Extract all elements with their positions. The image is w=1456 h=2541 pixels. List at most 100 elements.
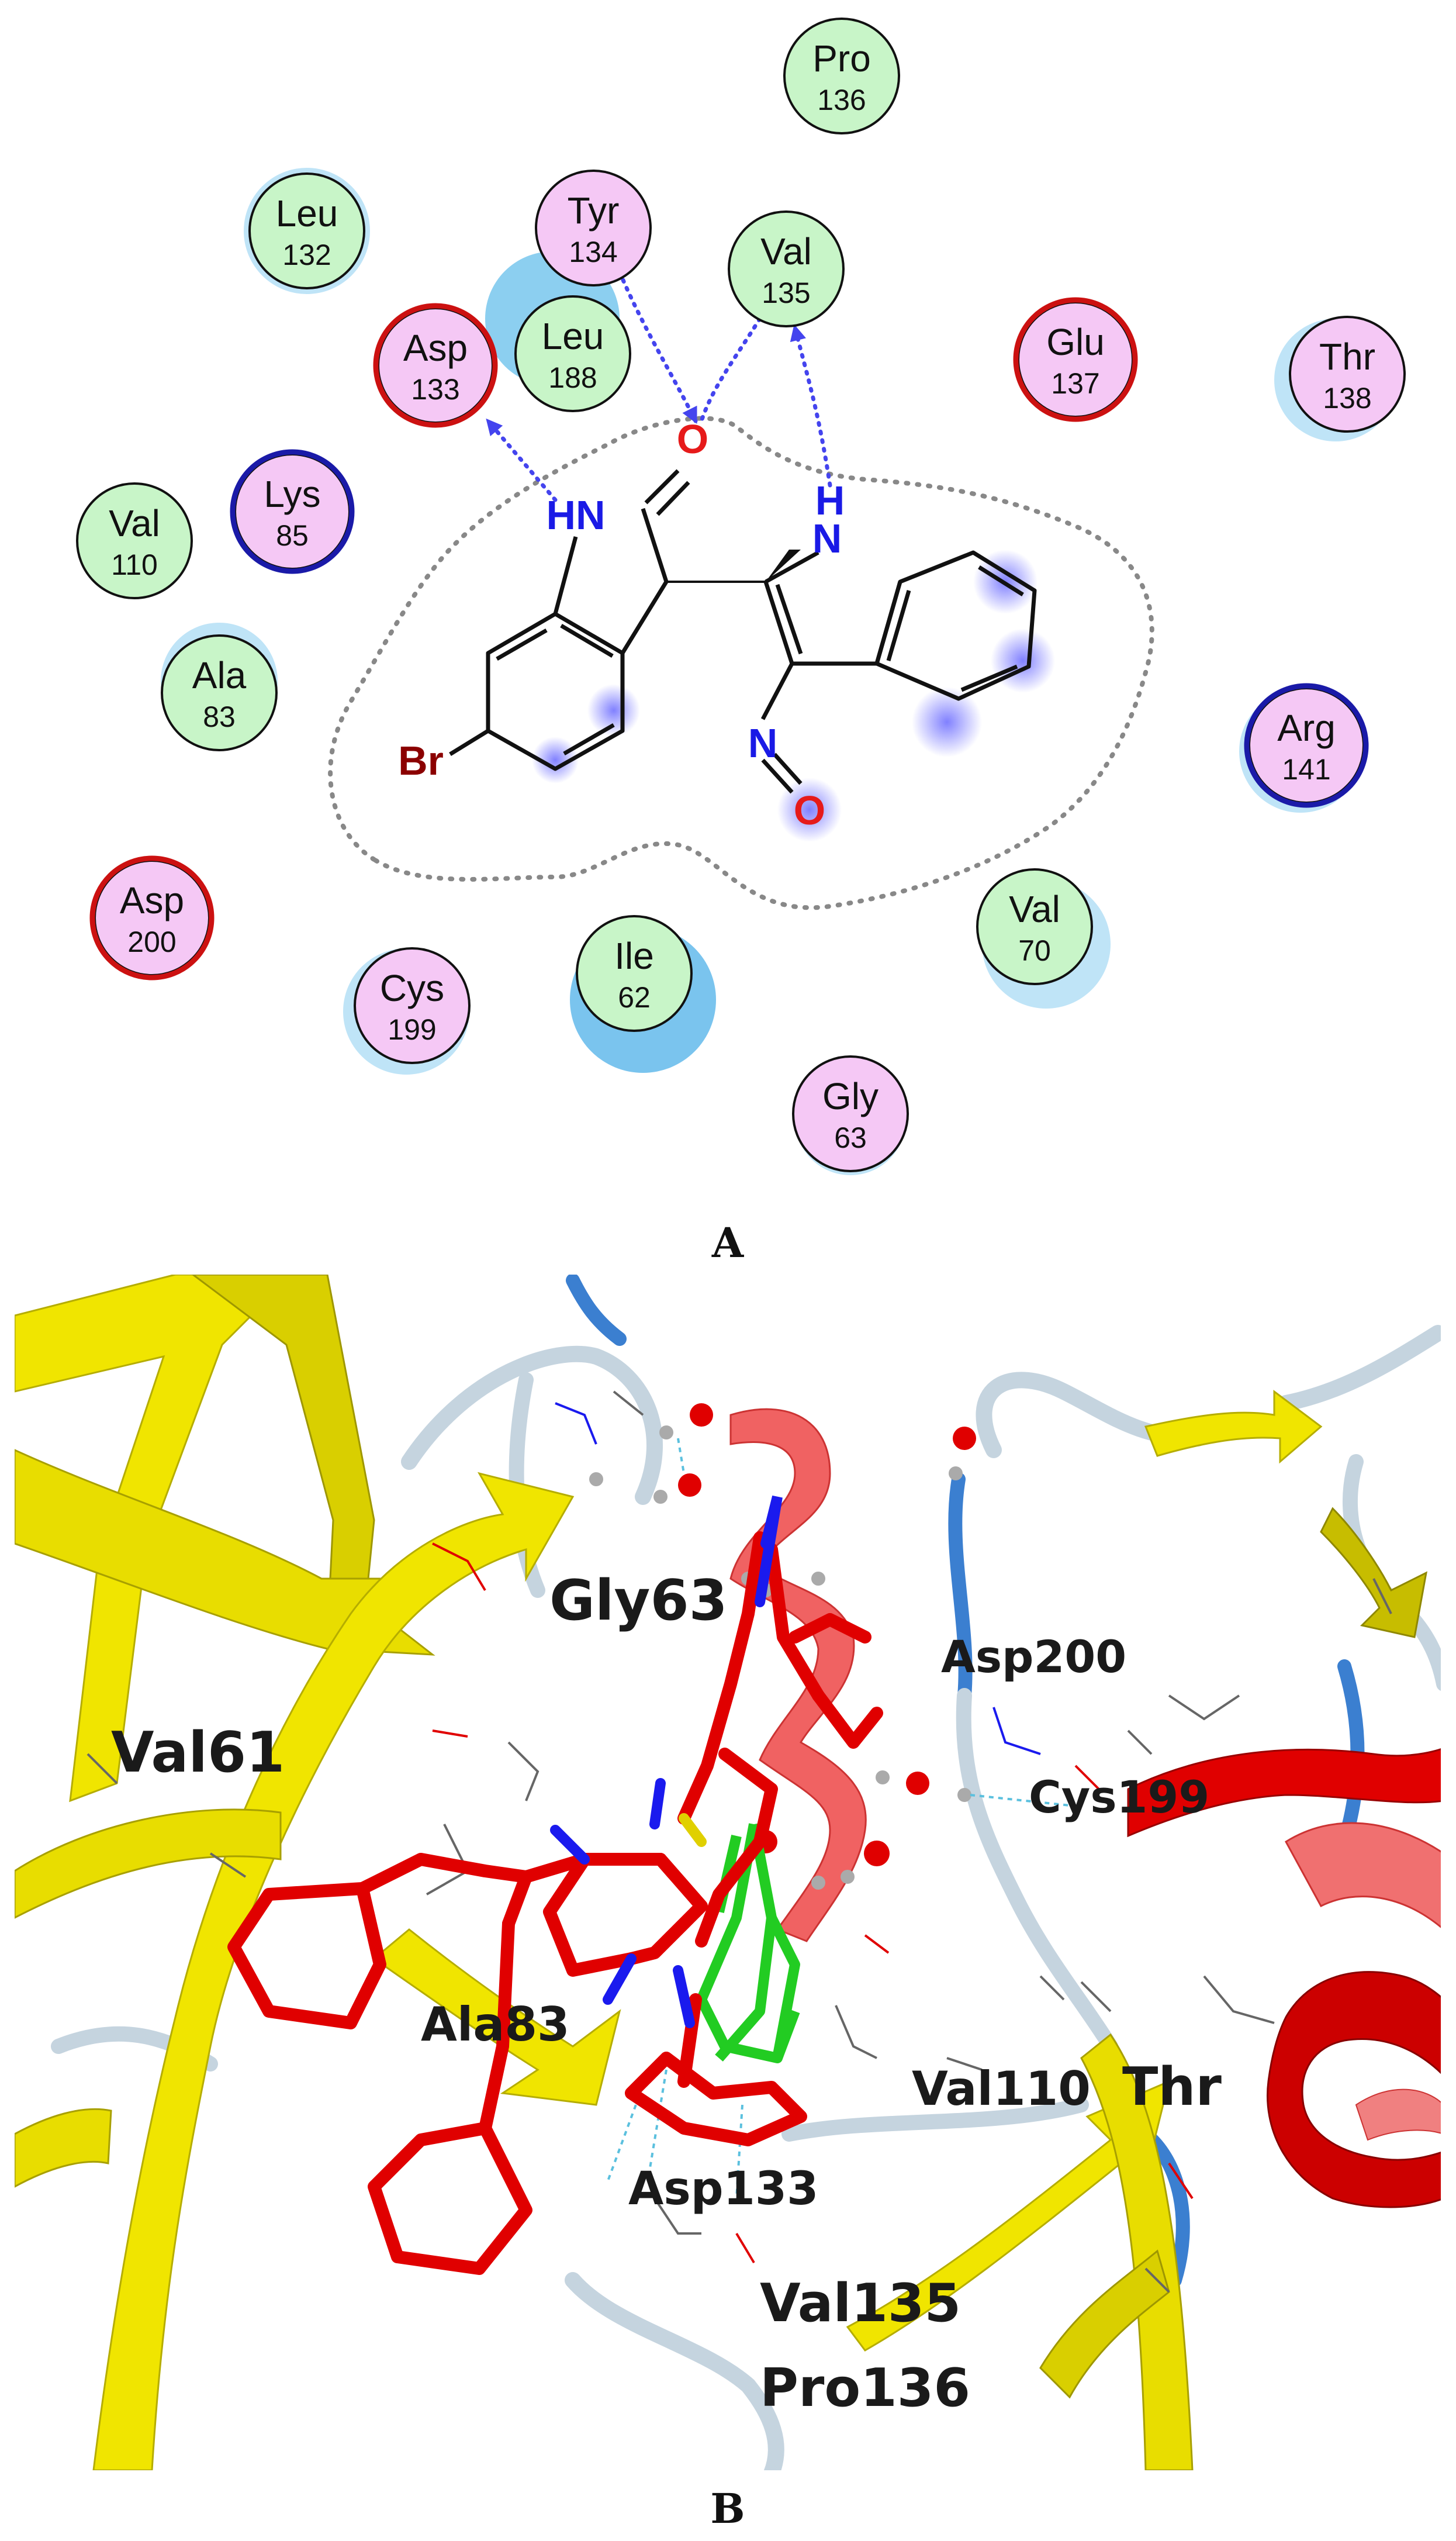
label-thr: Thr: [1122, 2056, 1222, 2118]
label-val135: Val135: [760, 2273, 961, 2334]
coil-loop: [401, 1345, 663, 1505]
residue-number: 83: [203, 700, 236, 733]
residue-ile-62: Ile 62: [576, 915, 693, 1032]
panel-a-label: A: [711, 1218, 745, 1267]
residue-number: 63: [834, 1121, 867, 1154]
beta-strand: [1039, 2249, 1170, 2399]
coil-loop: [948, 1472, 973, 1703]
residue-disc: [161, 634, 278, 751]
coil-loop: [566, 1275, 627, 1346]
residue-name: Glu: [1046, 321, 1105, 363]
residue-name: Val: [109, 502, 160, 544]
residue-arg-141: Arg 141: [1244, 683, 1369, 808]
residue-sticks: [87, 1390, 1392, 2293]
ligand-blue-atoms: [550, 1495, 783, 2028]
residue-number: 132: [282, 239, 331, 271]
label-pro136: Pro136: [760, 2357, 970, 2419]
beta-strands: [15, 1275, 1428, 2470]
residue-pro-136: Pro 136: [783, 18, 900, 134]
residue-number: 138: [1323, 382, 1371, 415]
beta-strand: [15, 2108, 112, 2188]
label-val61: Val61: [111, 1721, 285, 1785]
residue-number: 135: [762, 277, 810, 309]
residue-name: Cys: [380, 967, 444, 1009]
hbond-asp133: [486, 418, 558, 502]
residue-disc: [728, 210, 845, 327]
label-asp200: Asp200: [941, 1631, 1126, 1683]
hydrogen-bonds: [486, 270, 832, 502]
residue-number: 141: [1282, 753, 1330, 786]
residue-disc: [1289, 316, 1406, 433]
coil-loop: [565, 2272, 784, 2470]
coil-loop: [781, 2097, 1089, 2142]
residue-name: Ile: [614, 935, 654, 977]
residue-number: 70: [1018, 934, 1051, 967]
label-val110: Val110: [912, 2062, 1091, 2116]
residue-thr-138: Thr 138: [1289, 316, 1406, 433]
alpha-helix: [1267, 1971, 1441, 2208]
residue-name: Leu: [276, 192, 338, 234]
residue-number: 133: [411, 373, 459, 406]
residue-disc: [248, 172, 365, 289]
residue-number: 110: [111, 548, 158, 581]
alpha-helix: [1355, 2088, 1441, 2141]
label-ala83: Ala83: [421, 1997, 570, 2052]
residue-val-110: Val 110: [76, 482, 193, 599]
residue-leu-188: Leu 188: [514, 295, 631, 412]
residue-number: 62: [618, 981, 651, 1014]
residue-name: Gly: [822, 1075, 879, 1117]
label-gly63: Gly63: [549, 1569, 728, 1633]
nitroso-n-label: N: [748, 720, 778, 766]
indole-n-label: N: [812, 516, 842, 561]
beta-strand: [15, 1808, 282, 1919]
residue-charge-ring: [1013, 297, 1138, 422]
residue-disc: [535, 170, 652, 286]
alpha-helix: [1285, 1822, 1441, 1928]
residue-name: Leu: [542, 315, 604, 357]
beta-strand: [1320, 1507, 1428, 1638]
binding-pocket-outline: [328, 416, 1154, 910]
label-cys199: Cys199: [1029, 1771, 1209, 1823]
bromine-label: Br: [398, 738, 444, 783]
residue-disc: [514, 295, 631, 412]
panel-b-label: B: [710, 2484, 745, 2533]
ligand-red: [227, 1531, 883, 2275]
residue-tyr-134: Tyr 134: [535, 170, 652, 286]
residue-disc: [792, 1055, 909, 1172]
residue-number: 188: [548, 361, 597, 394]
residue-charge-ring: [230, 449, 355, 574]
residue-ala-83: Ala83: [161, 634, 278, 751]
residue-number: 134: [569, 236, 617, 268]
residue-labels-3d: Gly63 Val61 Asp200 Cys199 Ala83 Val110 T…: [111, 1569, 1222, 2419]
label-asp133: Asp133: [628, 2163, 818, 2215]
residue-disc: [354, 947, 471, 1064]
residue-disc: [783, 18, 900, 134]
residue-name: Asp: [403, 327, 468, 369]
beta-strand: [15, 1449, 435, 1656]
residue-number: 136: [817, 84, 866, 116]
residue-name: Pro: [812, 37, 871, 80]
coil-loop: [956, 1688, 1118, 2054]
coil-loop: [1278, 1325, 1441, 1411]
beta-strand: [846, 2080, 1171, 2352]
beta-strand: [1080, 2033, 1194, 2470]
alpha-helix: [1127, 1748, 1441, 1838]
residue-name: Thr: [1319, 336, 1375, 378]
hbond-val135-o: [699, 303, 774, 423]
ligand-structure: [449, 469, 1037, 794]
beta-strand: [92, 1472, 575, 2470]
residue-asp-133: Asp 133: [373, 303, 498, 428]
residue-cys-199: Cys199: [354, 947, 471, 1064]
residue-name: Lys: [264, 473, 320, 515]
residue-leu-132: Leu 132: [248, 172, 365, 289]
residue-name: Arg: [1277, 707, 1336, 749]
beta-strand: [372, 1928, 621, 2106]
residue-name: Tyr: [568, 189, 620, 232]
residue-asp-200: Asp200: [89, 855, 215, 981]
ligand-yellow-atom: [679, 1813, 707, 1847]
